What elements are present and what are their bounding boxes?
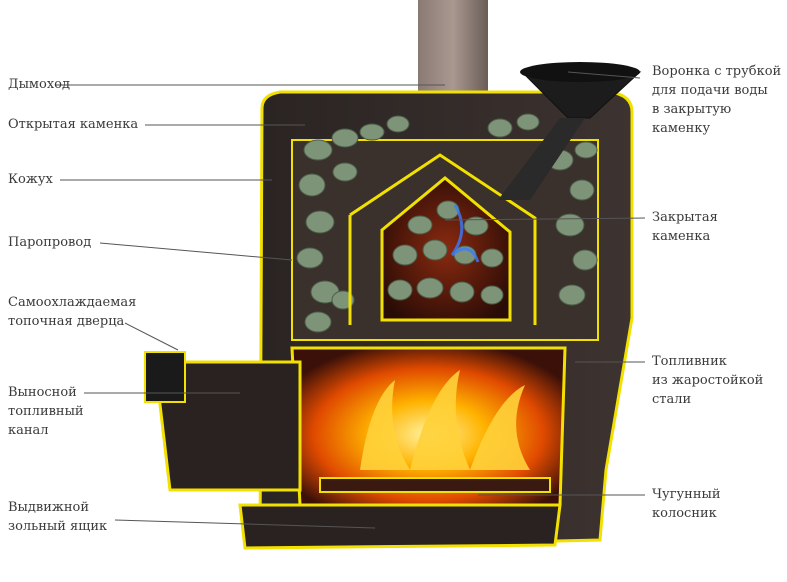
label-funnel: Воронка с трубкой для подачи воды в закр… bbox=[652, 64, 782, 136]
steam-duct bbox=[349, 153, 537, 325]
funnel bbox=[498, 62, 642, 200]
door bbox=[144, 351, 186, 403]
label-open-heater: Открытая каменка bbox=[8, 117, 139, 132]
label-fuel-channel: Выносной топливный канал bbox=[8, 385, 84, 438]
label-closed-heater: Закрытая каменка bbox=[652, 210, 718, 244]
label-casing: Кожух bbox=[8, 172, 53, 187]
label-steam-duct: Паропровод bbox=[8, 235, 92, 250]
flames bbox=[360, 370, 530, 470]
label-grate: Чугунный колосник bbox=[652, 487, 721, 521]
leader-lines bbox=[55, 71, 646, 529]
label-door: Самоохлаждаемая топочная дверца bbox=[8, 295, 137, 329]
label-ash-box: Выдвижной зольный ящик bbox=[8, 500, 108, 534]
label-chimney: Дымоход bbox=[8, 77, 71, 92]
open-heater-stones bbox=[296, 113, 598, 333]
fuel-channel bbox=[153, 360, 302, 492]
grate bbox=[319, 477, 551, 493]
ash-box bbox=[238, 503, 562, 550]
label-firebox: Топливник из жаростойкой стали bbox=[652, 354, 764, 407]
